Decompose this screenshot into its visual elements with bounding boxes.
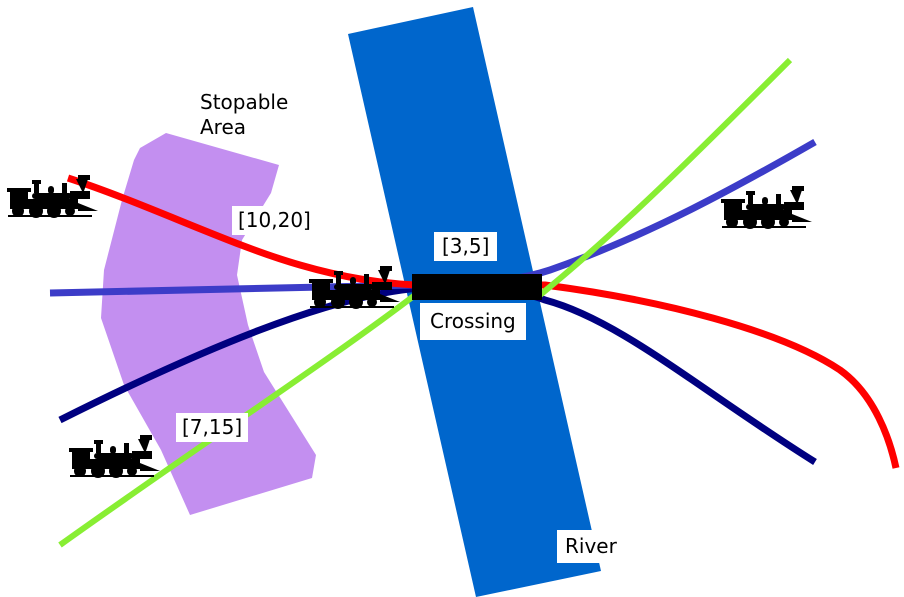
crossing-label: Crossing <box>420 303 526 340</box>
stopable-area <box>101 133 316 515</box>
train-icon <box>721 186 812 229</box>
river-label: River <box>557 530 625 563</box>
crossing-bar <box>412 274 542 300</box>
track-red <box>66 174 900 469</box>
train-icon <box>7 175 98 218</box>
interval-label-crossing: [3,5] <box>434 232 498 261</box>
stopable-area-label: Stopable Area <box>200 90 288 140</box>
stopable-area-label-line1: Stopable <box>200 90 289 114</box>
train-icon <box>69 435 160 478</box>
interval-label-red: [10,20] <box>232 206 317 235</box>
interval-label-green: [7,15] <box>176 413 249 442</box>
river <box>348 7 601 597</box>
stopable-area-label-line2: Area <box>200 115 247 139</box>
